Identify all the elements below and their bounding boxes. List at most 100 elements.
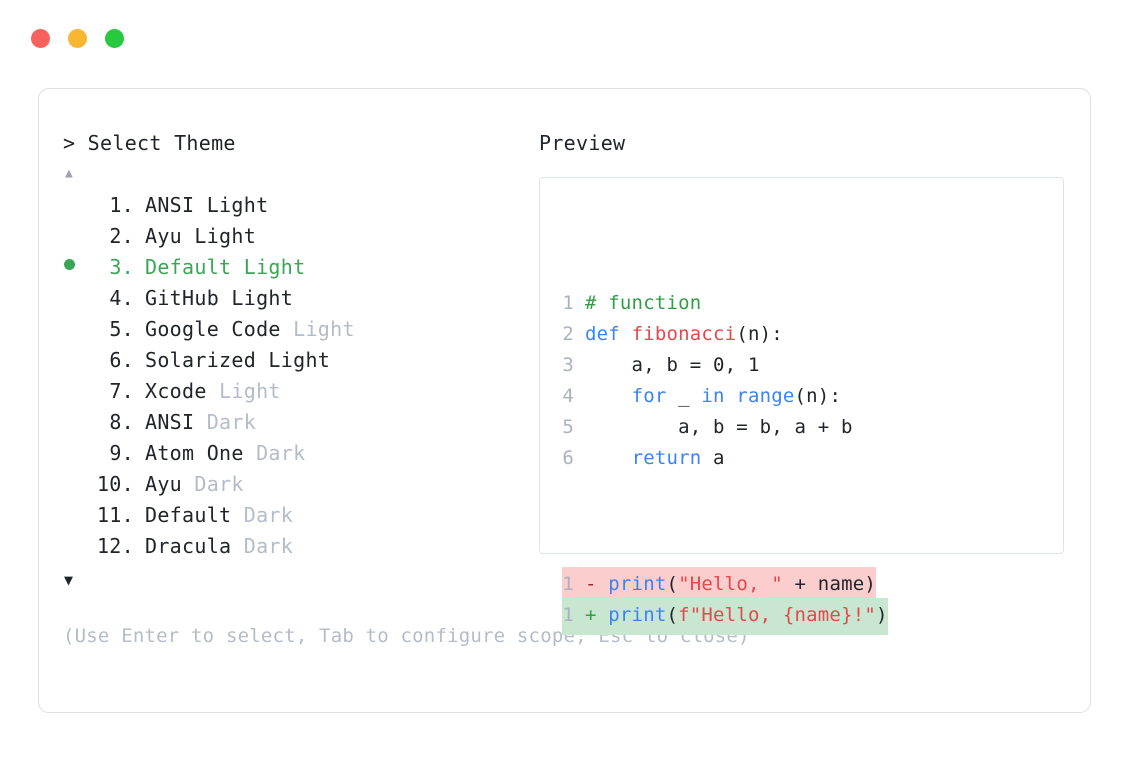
scroll-down-arrow-icon[interactable]: ▼ — [64, 571, 74, 589]
line-number: 5 — [562, 416, 574, 438]
line-number: 3 — [562, 354, 574, 376]
theme-item-variant: Dark — [206, 410, 257, 434]
theme-list-item[interactable]: 12.Dracula Dark — [63, 531, 533, 562]
diff-highlight: 1- print("Hello, " + name) — [562, 567, 877, 604]
line-number: 4 — [562, 385, 574, 407]
theme-item-number: 5. — [109, 317, 134, 341]
theme-item-number: 3. — [109, 255, 134, 279]
theme-item-label: ANSI Dark — [134, 407, 256, 438]
theme-item-label: Default Dark — [134, 500, 293, 531]
theme-item-label: GitHub Light — [134, 283, 293, 314]
diff-token: ( — [666, 604, 679, 626]
diff-token: print — [608, 604, 667, 626]
theme-item-name: Xcode — [145, 379, 207, 403]
line-number: 1 — [562, 292, 574, 314]
maximize-window-button[interactable] — [105, 29, 124, 48]
theme-item-variant: Light — [194, 224, 257, 248]
theme-item-label: Google Code Light — [134, 314, 355, 345]
theme-item-variant: Dark — [243, 534, 294, 558]
theme-list-item[interactable]: 4.GitHub Light — [63, 283, 533, 314]
diff-token: ( — [666, 573, 679, 595]
theme-item-number: 10. — [96, 472, 134, 496]
code-line: 5 a, b = b, a + b — [562, 412, 888, 443]
theme-item-number: 11. — [96, 503, 134, 527]
code-line: 2 def fibonacci(n): — [562, 319, 888, 350]
theme-item-number: 7. — [109, 379, 134, 403]
line-number: 2 — [562, 323, 574, 345]
code-token: a, b = b, a + b — [585, 416, 853, 438]
theme-list-item[interactable]: 6. Solarized Light — [63, 345, 533, 376]
code-token: a — [701, 447, 725, 469]
code-token: a, b = 0, 1 — [585, 354, 760, 376]
diff-token: "Hello, " — [678, 573, 783, 595]
theme-item-name: Dracula — [145, 534, 232, 558]
close-window-button[interactable] — [31, 29, 50, 48]
theme-list-item[interactable]: 10. Ayu Dark — [63, 469, 533, 500]
theme-item-name: Solarized — [145, 348, 257, 372]
theme-item-label: Atom One Dark — [134, 438, 305, 469]
theme-item-variant: Light — [231, 286, 294, 310]
theme-item-number: 12. — [96, 534, 134, 558]
theme-item-number: 8. — [109, 410, 134, 434]
theme-list-item[interactable]: 9.Atom One Dark — [63, 438, 533, 469]
code-token: fibonacci — [631, 323, 737, 345]
code-token: (n): — [736, 323, 783, 345]
diff-token: + name) — [782, 573, 877, 595]
theme-item-variant: Dark — [256, 441, 306, 465]
theme-item-number: 6. — [109, 348, 134, 372]
theme-item-variant: Light — [268, 348, 331, 372]
theme-item-number: 4. — [109, 286, 134, 310]
theme-item-number: 9. — [109, 441, 134, 465]
theme-item-label: Xcode Light — [134, 376, 281, 407]
theme-item-name: Default — [145, 255, 232, 279]
theme-item-name: Ayu — [145, 472, 183, 496]
theme-list-item[interactable]: 11.Default Dark — [63, 500, 533, 531]
theme-list-item[interactable]: 3.Default Light — [63, 252, 533, 283]
minimize-window-button[interactable] — [68, 29, 87, 48]
theme-list-item[interactable]: 1.ANSI Light — [63, 190, 533, 221]
code-line: 4 for _ in range(n): — [562, 381, 888, 412]
scroll-up-arrow-icon[interactable]: ▲ — [65, 166, 73, 181]
theme-list-item[interactable]: 7.Xcode Light — [63, 376, 533, 407]
theme-list-item[interactable]: 5.Google Code Light — [63, 314, 533, 345]
diff-token: f"Hello, {name}!" — [678, 604, 876, 626]
code-token: for — [631, 385, 667, 407]
theme-item-label: Ayu Light — [134, 221, 256, 252]
diff-sign: + — [585, 604, 597, 626]
theme-item-label: Default Light — [134, 252, 305, 283]
code-token: (n): — [794, 385, 842, 407]
code-token: def — [585, 323, 632, 345]
theme-item-label: ANSI Light — [134, 190, 268, 221]
selected-bullet-icon — [64, 259, 75, 270]
diff-highlight: 1+ print(f"Hello, {name}!") — [562, 598, 888, 635]
line-number: 6 — [562, 447, 574, 469]
theme-item-number: 1. — [109, 193, 134, 217]
code-token: _ — [666, 385, 702, 407]
theme-item-variant: Dark — [194, 472, 244, 496]
theme-list-item[interactable]: 8.ANSI Dark — [63, 407, 533, 438]
theme-list-item[interactable]: 2.Ayu Light — [63, 221, 533, 252]
theme-item-name: Default — [145, 503, 232, 527]
theme-item-variant: Light — [219, 379, 281, 403]
code-line: 3 a, b = 0, 1 — [562, 350, 888, 381]
code-token: in — [701, 385, 737, 407]
select-theme-prompt: > Select Theme — [63, 131, 236, 155]
code-token — [585, 447, 632, 469]
theme-item-name: Atom One — [145, 441, 244, 465]
code-line: 6 return a — [562, 443, 888, 474]
code-token: return — [631, 447, 702, 469]
theme-item-label: Dracula Dark — [134, 531, 293, 562]
diff-line-number: 1 — [562, 604, 574, 626]
theme-item-name: ANSI — [145, 410, 195, 434]
preview-label: Preview — [539, 131, 626, 155]
theme-item-variant: Light — [243, 255, 306, 279]
keyboard-hint-text: (Use Enter to select, Tab to configure s… — [63, 625, 750, 647]
diff-added-line: 1+ print(f"Hello, {name}!") — [562, 598, 888, 635]
code-line: 1 # function — [562, 288, 888, 319]
code-token: # function — [585, 292, 702, 314]
